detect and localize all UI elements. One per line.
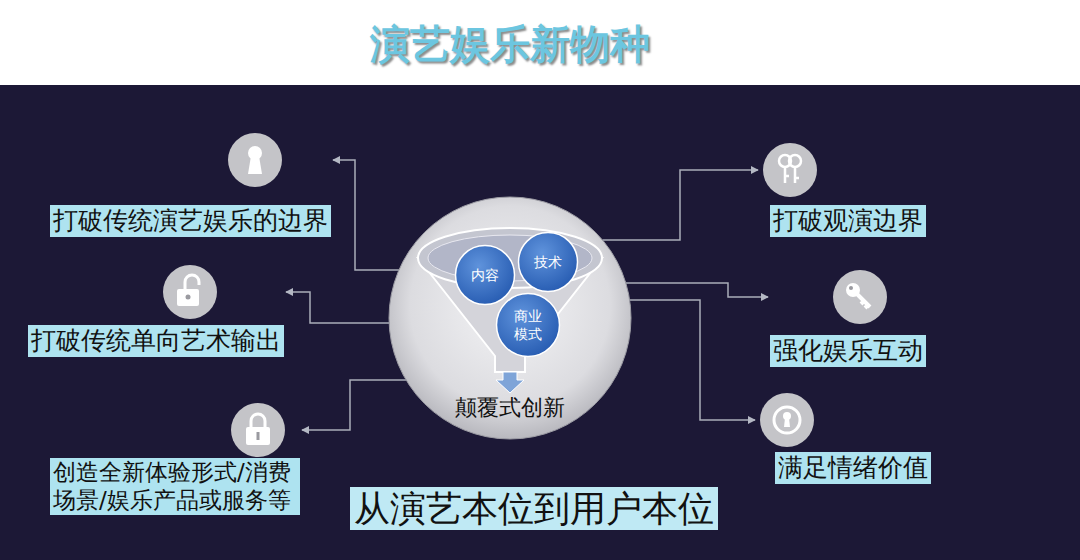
connector-arrow	[603, 170, 758, 240]
blue-circle: 商业 模式	[495, 292, 561, 358]
ball-disc	[497, 294, 560, 357]
icon-glyph	[849, 286, 853, 290]
icon-glyph	[177, 289, 199, 306]
connector-arrow	[333, 160, 399, 270]
tag-label: 打破传统单向艺术输出	[28, 325, 284, 357]
key-icon	[833, 270, 887, 324]
circle-label: 技术	[534, 253, 562, 271]
connector-arrow	[630, 300, 755, 420]
icon-disc	[228, 133, 282, 187]
icon-glyph	[257, 432, 260, 440]
title-band	[0, 0, 1080, 85]
dark-ground	[0, 85, 1080, 560]
benefit-tag: 打破传统单向艺术输出	[28, 262, 284, 357]
connector-arrow	[286, 292, 389, 323]
benefit-tag: 满足情绪价值	[757, 390, 931, 484]
ball-shape	[495, 292, 561, 358]
icon-glyph	[784, 418, 790, 427]
icon-glyph	[186, 295, 191, 300]
tag-label: 满足情绪价值	[775, 452, 931, 484]
icon-disc	[760, 393, 814, 447]
ball-disc	[456, 246, 515, 305]
icon-disc	[163, 265, 217, 319]
icon-disc	[231, 403, 285, 457]
title: 演艺娱乐新物种	[0, 20, 1020, 68]
connector-arrow	[626, 283, 768, 297]
icon-glyph	[251, 414, 265, 428]
icon-glyph	[774, 407, 800, 433]
icon-glyph	[789, 155, 801, 167]
icon-glyph	[785, 167, 799, 183]
icon-glyph	[246, 427, 270, 445]
slogan: 从演艺本位到用户本位	[350, 487, 718, 530]
icon-glyph	[248, 156, 262, 174]
tag-label: 打破观演边界	[770, 205, 926, 237]
tag-label: 强化娱乐互动	[770, 335, 926, 367]
down-arrow	[496, 372, 524, 393]
hub-text: 颠覆式创新	[388, 395, 632, 421]
lock-icon	[231, 403, 285, 457]
connector-arrow	[302, 380, 406, 430]
circle-label: 商业 模式	[510, 307, 546, 343]
icon-glyph	[185, 275, 199, 290]
keyhole-icon	[228, 133, 282, 187]
benefit-tag: 强化娱乐互动	[770, 267, 926, 367]
benefit-tag: 打破观演边界	[760, 140, 926, 237]
circle-label: 内容	[471, 266, 499, 284]
blue-circle: 技术	[517, 231, 579, 293]
ball-disc	[519, 233, 578, 292]
blue-circle: 内容	[454, 244, 516, 306]
icon-glyph	[857, 294, 870, 308]
keys-icon	[763, 143, 817, 197]
benefit-tag: 创造全新体验形式/消费 场景/娱乐产品或服务等	[50, 400, 300, 515]
tag-label: 打破传统演艺娱乐的边界	[50, 205, 331, 237]
hub-disc	[389, 197, 631, 439]
unlock-icon	[163, 265, 217, 319]
benefit-tag: 打破传统演艺娱乐的边界	[50, 130, 331, 237]
tag-label: 创造全新体验形式/消费 场景/娱乐产品或服务等	[50, 458, 300, 515]
hub-circle: 颠覆式创新 内容 技术商业 模式	[388, 196, 632, 440]
icon-disc	[833, 270, 887, 324]
icon-disc	[763, 143, 817, 197]
keyhole-ring-icon	[760, 393, 814, 447]
